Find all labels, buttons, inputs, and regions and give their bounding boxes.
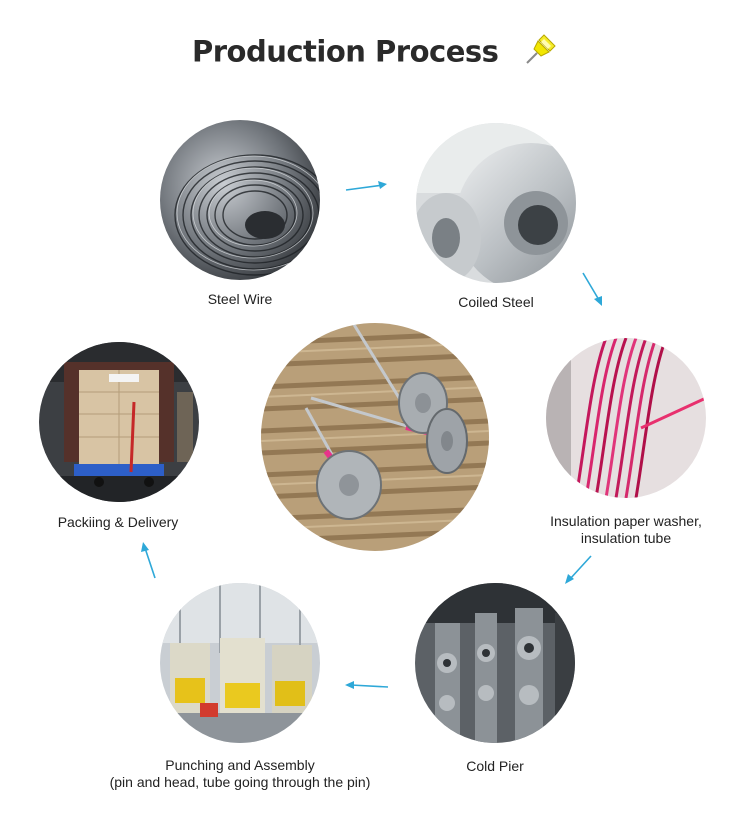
arrow-icon [565, 555, 592, 584]
step-label-steel-wire: Steel Wire [207, 291, 273, 307]
packing-delivery-image [39, 342, 199, 502]
product-insulation-pins-image [261, 323, 489, 551]
cold-pier-image [415, 583, 575, 743]
title-text: Production Process [191, 34, 499, 69]
punching-label-line2: (pin and head, tube going through the pi… [109, 774, 371, 790]
insulation-label-line2: insulation tube [580, 530, 672, 546]
step-label-insulation: Insulation paper washer, insulation tube [476, 513, 750, 547]
insulation-tube-image [546, 338, 706, 498]
arrow-icon [141, 542, 156, 579]
punching-label-line1: Punching and Assembly [165, 757, 315, 773]
step-label-cold-pier: Cold Pier [466, 758, 524, 774]
arrow-icon [582, 272, 602, 306]
step-label-punching: Punching and Assembly (pin and head, tub… [90, 757, 390, 791]
arrow-icon [345, 181, 387, 191]
arrow-icon [345, 681, 389, 689]
pushpin-icon [522, 32, 558, 75]
steel-wire-image [160, 120, 320, 280]
step-label-coiled-steel: Coiled Steel [458, 294, 534, 310]
coiled-steel-image [416, 123, 576, 283]
punching-assembly-image [160, 583, 320, 743]
insulation-label-line1: Insulation paper washer, [550, 513, 702, 529]
page-title: Production Process [0, 32, 750, 75]
step-label-packing: Packiing & Delivery [57, 514, 179, 530]
